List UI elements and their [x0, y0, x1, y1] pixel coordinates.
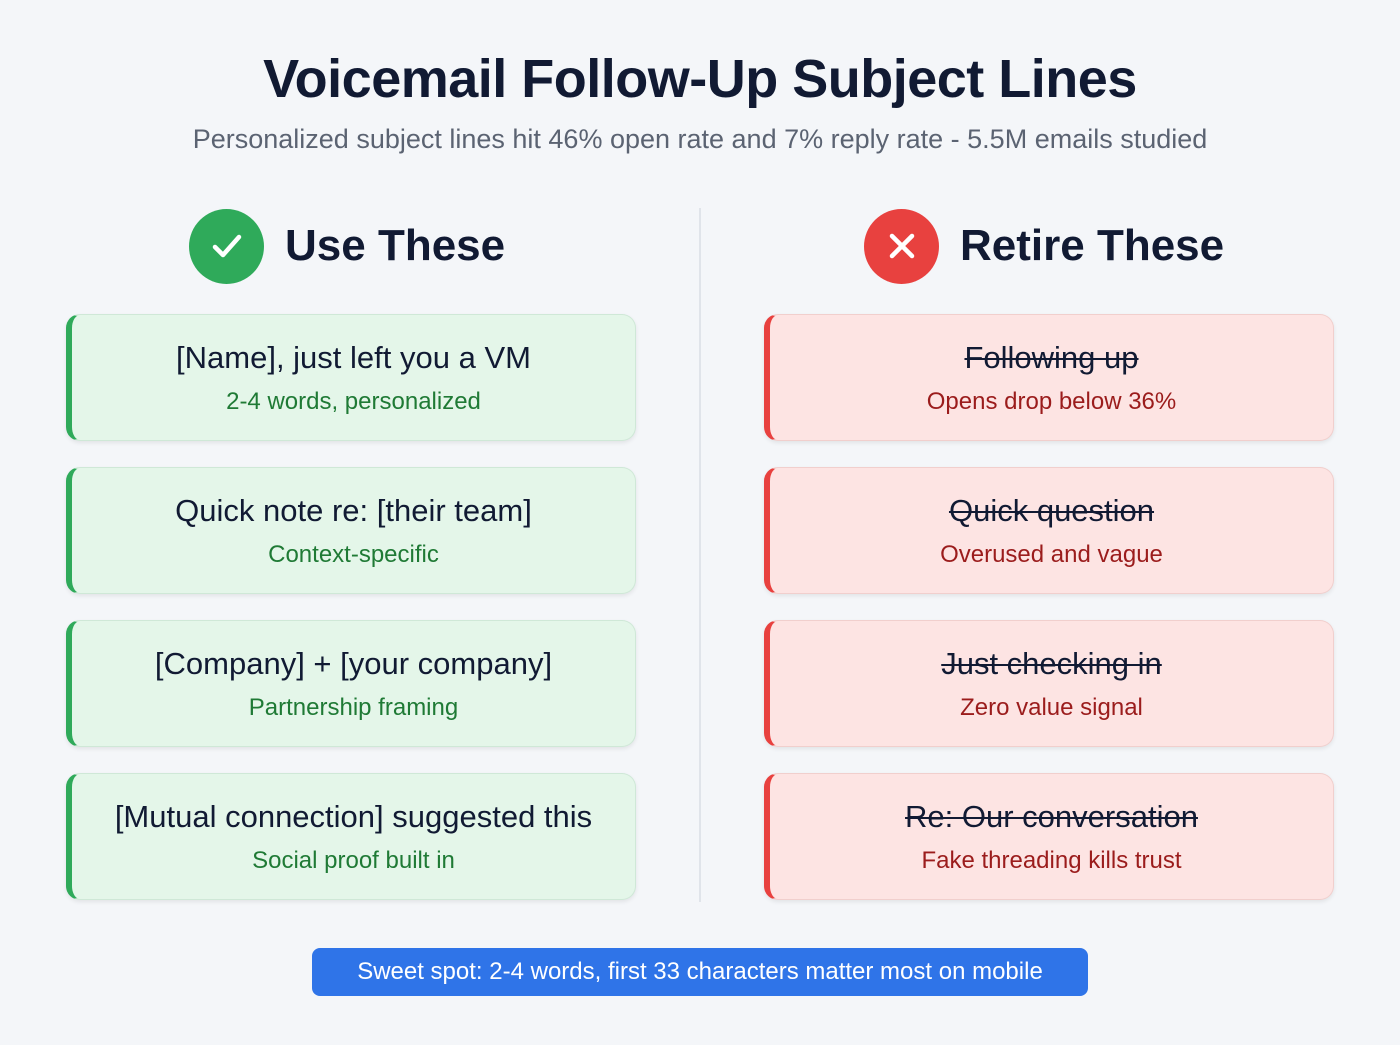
use-card: [Mutual connection] suggested this Socia…: [66, 773, 636, 900]
sweet-spot-banner: Sweet spot: 2-4 words, first 33 characte…: [312, 948, 1088, 996]
subject-note: Zero value signal: [960, 694, 1143, 722]
subject-note: Overused and vague: [940, 541, 1163, 569]
retire-card: Re: Our conversation Fake threading kill…: [764, 773, 1334, 900]
x-icon: [864, 208, 939, 284]
check-icon: [189, 208, 264, 284]
subject-line: Quick question: [948, 492, 1155, 528]
subject-note: Opens drop below 36%: [926, 388, 1177, 416]
page-subtitle: Personalized subject lines hit 46% open …: [192, 124, 1208, 154]
subject-note: Social proof built in: [252, 847, 455, 875]
retire-these-label: Retire These: [960, 221, 1225, 270]
subject-line: [Mutual connection] suggested this: [114, 798, 593, 834]
subject-line: Following up: [964, 339, 1139, 375]
column-divider: [699, 208, 701, 902]
subject-note: 2-4 words, personalized: [226, 388, 481, 416]
retire-these-header: Retire These: [864, 208, 1224, 284]
subject-note: Partnership framing: [248, 694, 459, 722]
use-these-header: Use These: [189, 208, 505, 284]
subject-line: Quick note re: [their team]: [175, 492, 532, 528]
use-these-label: Use These: [285, 221, 506, 270]
subject-line: [Company] + [your company]: [154, 645, 553, 681]
subject-line: Just checking in: [941, 645, 1162, 681]
retire-card: Following up Opens drop below 36%: [764, 314, 1334, 441]
retire-card: Quick question Overused and vague: [764, 467, 1334, 594]
subject-note: Context-specific: [268, 541, 439, 569]
subject-note: Fake threading kills trust: [921, 847, 1182, 875]
retire-card: Just checking in Zero value signal: [764, 620, 1334, 747]
page-title: Voicemail Follow-Up Subject Lines: [263, 49, 1137, 109]
subject-line: Re: Our conversation: [905, 798, 1198, 834]
use-card: Quick note re: [their team] Context-spec…: [66, 467, 636, 594]
use-card: [Company] + [your company] Partnership f…: [66, 620, 636, 747]
subject-line: [Name], just left you a VM: [176, 339, 531, 375]
use-card: [Name], just left you a VM 2-4 words, pe…: [66, 314, 636, 441]
